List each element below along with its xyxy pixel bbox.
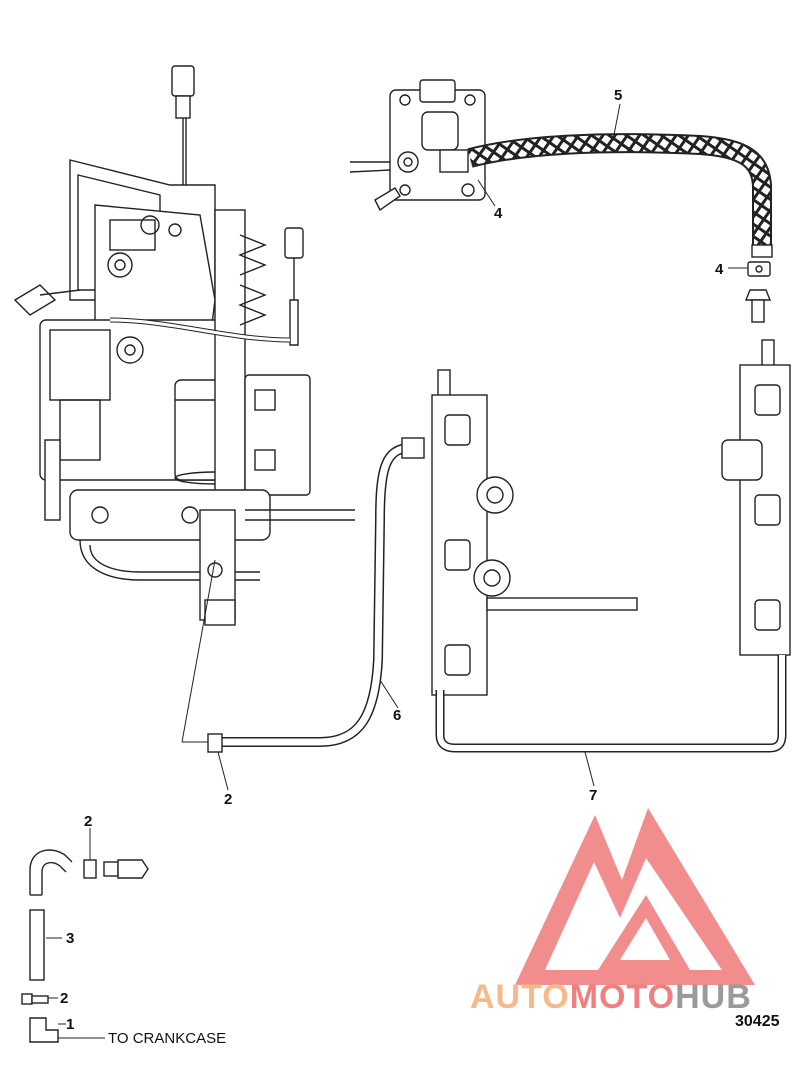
hose-clamp [747,261,771,277]
fitting-bottom [21,993,49,1005]
straight-hose [29,909,45,981]
figure-number: 30425 [735,1013,780,1030]
hose-end-fitting [751,244,773,258]
callout-6: 6 [393,707,401,724]
callout-5: 5 [614,87,622,104]
callout-7: 7 [589,787,597,804]
elbow-fitting [29,1017,59,1043]
fuel-rail-right [721,339,791,656]
barbed-fitting [744,289,772,323]
watermark-moto: MOTO [570,978,675,1016]
elbow-hose [29,849,73,896]
braided-hose [467,133,772,245]
leader-lines [46,103,748,1039]
callout-2-line: 2 [224,791,232,808]
callout-4-pump: 4 [494,205,503,222]
watermark-auto: AUTO [470,978,570,1016]
watermark-text: AUTOMOTOHUB [470,978,752,1016]
callout-4-clamp: 4 [715,261,724,278]
watermark-hub: HUB [675,978,752,1016]
engine-assembly [13,65,355,626]
callout-1: 1 [66,1016,74,1033]
callout-2-bottom: 2 [60,990,68,1007]
fuel-rail-left [431,369,638,696]
to-crankcase-label: TO CRANKCASE [108,1030,226,1047]
fuel-pump-assembly [349,79,486,212]
fuel-line-7 [435,655,787,753]
fitting-small [83,859,97,879]
hose-end-fitting-6 [401,437,425,459]
watermark-logo [515,808,755,985]
barbed-connector [103,859,149,879]
callout-3: 3 [66,930,74,947]
braided-hose-mesh [467,135,770,245]
callout-2-top: 2 [84,813,92,830]
fitting-2 [207,733,223,753]
